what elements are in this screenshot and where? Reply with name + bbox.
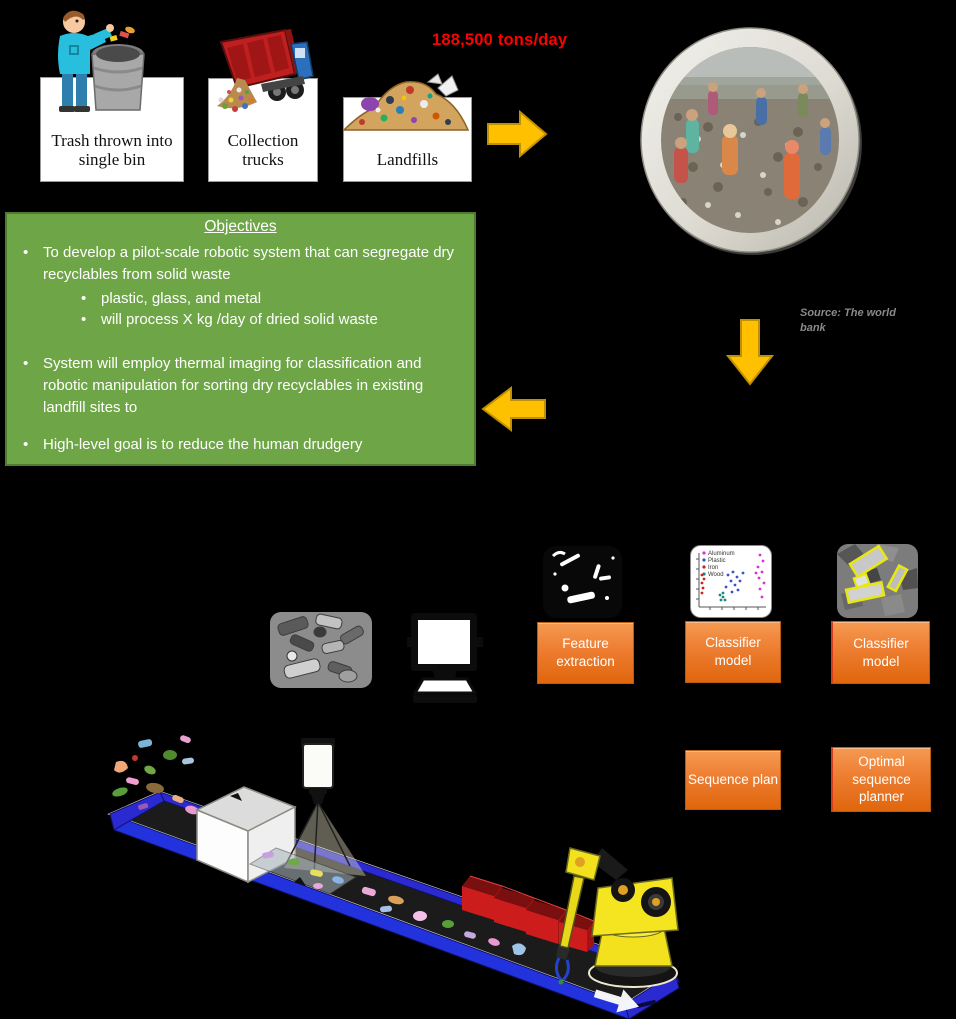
- sequence-plan-box: Sequence plan: [685, 750, 781, 810]
- landfill-photo-circle: [640, 27, 862, 255]
- arrow-right-icon: [487, 110, 548, 158]
- arrow-left-icon: [481, 386, 546, 432]
- objectives-list: To develop a pilot-scale robotic system …: [21, 242, 460, 456]
- small-arrow: [294, 877, 306, 886]
- gripper: [554, 946, 570, 985]
- sequence-plan-label: Sequence plan: [687, 772, 779, 788]
- classifier-model-label: Classifier model: [705, 635, 761, 668]
- objectives-title: Objectives: [204, 218, 277, 235]
- legend-iron: Iron: [708, 565, 718, 571]
- binary-image: [543, 546, 622, 618]
- classifier-model-box-2: Classifier model: [831, 621, 930, 684]
- step-label: Landfills: [376, 149, 439, 169]
- belt-trash-items: [262, 851, 526, 956]
- legend-wood: Wood: [708, 572, 724, 578]
- robot-arm: [554, 847, 679, 988]
- camera: [284, 738, 366, 876]
- scan-panel: [248, 847, 358, 895]
- conveyor-illustration: [107, 735, 680, 1019]
- objectives-box: Objectives To develop a pilot-scale robo…: [5, 212, 476, 466]
- scatter-plot-image: Aluminum Plastic Iron Wood: [690, 545, 772, 618]
- truck-spill: [217, 78, 257, 112]
- classifier-model-label: Classifier model: [853, 635, 909, 669]
- detection-image: [837, 544, 918, 618]
- collection-truck-clipart: [217, 28, 314, 112]
- step-label: Collection trucks: [227, 130, 299, 169]
- optimal-sequence-planner-label: Optimal sequence planner: [852, 754, 911, 805]
- objective-item: System will employ thermal imaging for c…: [21, 353, 460, 418]
- step-label: Trash thrown into single bin: [51, 130, 173, 169]
- waste-picker-figures: [674, 82, 831, 199]
- objective-subitem: will process X kg /day of dried solid wa…: [79, 309, 460, 331]
- rate-label: 188,500 tons/day: [432, 31, 568, 49]
- conveyor-belt: [107, 790, 680, 1019]
- source-note: Source: The world bank: [800, 307, 896, 334]
- objective-item: High-level goal is to reduce the human d…: [21, 434, 460, 456]
- feature-extraction-label: Feature extraction: [556, 636, 615, 669]
- objective-item: To develop a pilot-scale robotic system …: [21, 242, 460, 286]
- person-trash-clipart: [58, 10, 145, 112]
- belt-arrow: [593, 989, 639, 1013]
- legend-aluminum: Aluminum: [708, 551, 735, 557]
- landfill-pile-clipart: [342, 73, 470, 131]
- monitor-icon: [407, 613, 483, 703]
- optimal-sequence-planner-box: Optimal sequence planner: [831, 747, 931, 812]
- thermal-image: [270, 612, 372, 688]
- feature-extraction-box: Feature extraction: [537, 622, 634, 684]
- objective-subitem: plastic, glass, and metal: [79, 288, 460, 310]
- legend-plastic: Plastic: [708, 558, 726, 564]
- arrow-down-icon: [726, 319, 774, 386]
- landfill-photo: [661, 47, 839, 233]
- classifier-model-box-1: Classifier model: [685, 621, 781, 683]
